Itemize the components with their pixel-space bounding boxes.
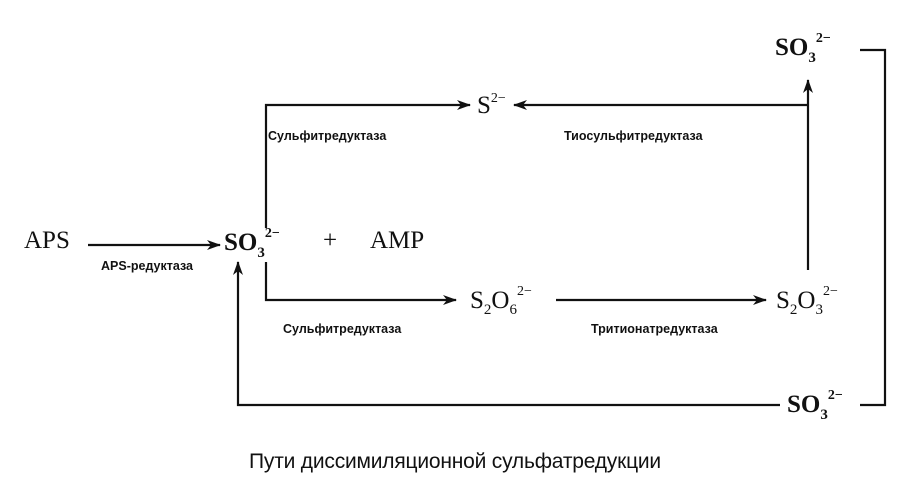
sulfate-reduction-diagram: APS SO32− + AMP S2− SO32− S2O62− S2O32− … (24, 31, 887, 423)
aps-label: APS (24, 227, 70, 254)
thiosulfate-label: S2O32− (776, 284, 838, 318)
arrow-return-to-sulfite (233, 261, 780, 407)
diagram-caption: Пути диссимиляционной сульфатредукции (249, 450, 661, 473)
arrow-sulfite-to-sulfide (264, 100, 471, 228)
bracket-sulfite-top-to-bottom (860, 48, 887, 407)
dithionate-label: S2O62− (470, 284, 532, 318)
sulfide-label: S2− (477, 91, 506, 119)
plus-sign: + (323, 227, 337, 254)
enzyme-sulfite-reductase-bottom: Сульфитредуктаза (283, 322, 402, 336)
enzyme-sulfite-reductase-top: Сульфитредуктаза (268, 129, 387, 143)
sulfite-top-label: SO32− (775, 31, 831, 66)
sulfite-bottom-label: SO32− (787, 388, 843, 423)
enzyme-trithionate-reductase: Тритионатредуктаза (591, 322, 719, 336)
enzyme-thiosulfite-reductase: Тиосульфитредуктаза (564, 129, 704, 143)
amp-label: AMP (370, 227, 424, 254)
sulfite-main-label: SO32− (224, 226, 280, 261)
arrow-sulfite-to-dithionate (264, 262, 457, 305)
enzyme-aps-reductase: APS-редуктаза (101, 259, 194, 273)
